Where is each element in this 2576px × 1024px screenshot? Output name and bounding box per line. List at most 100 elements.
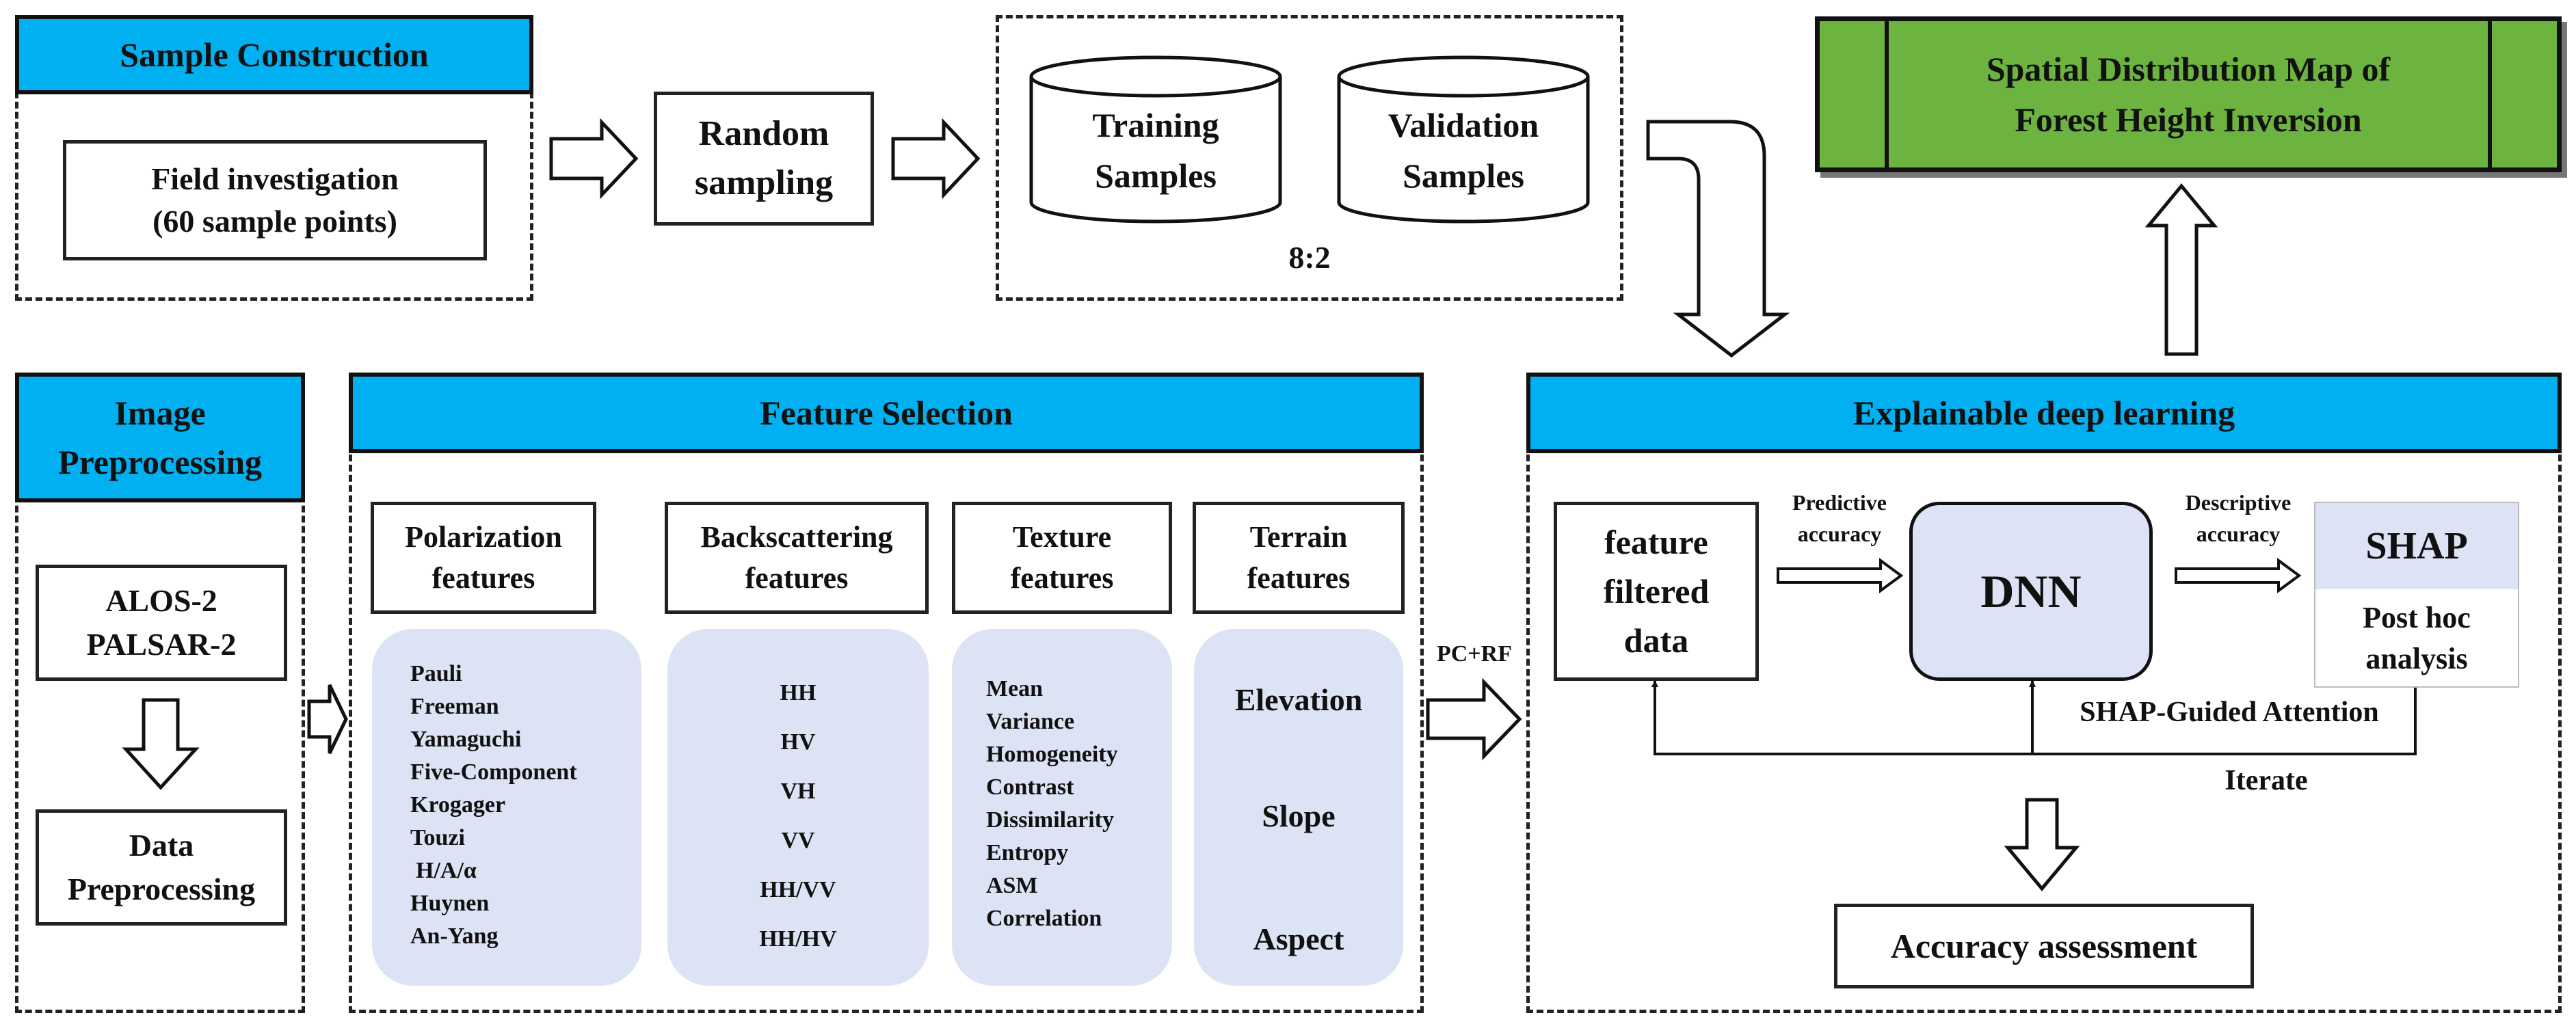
arrow-right-small — [307, 684, 348, 755]
image-preprocessing-line1: Image — [114, 394, 206, 432]
sample-construction-title: Sample Construction — [120, 36, 429, 74]
training-line2: Samples — [1095, 157, 1217, 195]
feature-filtered-line2: filtered — [1603, 572, 1710, 610]
predictive-accuracy-label: Predictive accuracy — [1777, 487, 1902, 550]
posthoc-text: Post hoc analysis — [2315, 591, 2518, 686]
output-line2: Forest Height Inversion — [2015, 100, 2362, 139]
sample-ratio: 8:2 — [1288, 240, 1331, 275]
arrow-down-preprocess — [122, 698, 200, 790]
arrow-descriptive — [2175, 558, 2302, 593]
terrain-item: Elevation — [1234, 682, 1363, 717]
sensor-line2: PALSAR-2 — [86, 627, 237, 662]
polarization-line1: Polarization — [405, 520, 562, 554]
iterate-label: Iterate — [2225, 765, 2308, 796]
terrain-item: Slope — [1262, 798, 1336, 833]
predictive-line1: Predictive — [1792, 490, 1887, 515]
descriptive-accuracy-label: Descriptive accuracy — [2175, 487, 2302, 550]
training-samples-label: Training Samples — [1031, 100, 1280, 201]
shap-box: SHAP Post hoc analysis — [2314, 502, 2519, 688]
arrow-right-1 — [549, 118, 639, 200]
random-sampling-box: Random sampling — [654, 92, 874, 226]
backscattering-line2: features — [745, 561, 849, 595]
descriptive-line2: accuracy — [2196, 522, 2281, 546]
feature-selection-title: Feature Selection — [760, 394, 1013, 432]
alos-palsar-box: ALOS-2 PALSAR-2 — [36, 565, 287, 681]
accuracy-assessment-box: Accuracy assessment — [1834, 904, 2254, 988]
texture-title-box: Texture features — [952, 502, 1172, 614]
texture-item: Dissimilarity — [986, 807, 1114, 833]
explainable-header: Explainable deep learning — [1526, 373, 2562, 453]
texture-item: Correlation — [986, 906, 1102, 931]
terrain-items-panel: Elevation Slope Aspect — [1194, 629, 1403, 986]
polarization-items: Pauli Freeman Yamaguchi Five-Component K… — [410, 658, 577, 953]
predictive-line2: accuracy — [1797, 522, 1882, 546]
texture-items-panel: Mean Variance Homogeneity Contrast Dissi… — [952, 629, 1172, 986]
backscattering-item: HV — [780, 729, 816, 755]
random-line2: sampling — [694, 163, 834, 202]
texture-line1: Texture — [1012, 520, 1112, 554]
feature-filtered-box: feature filtered data — [1554, 502, 1759, 681]
shap-header: SHAP — [2315, 503, 2518, 589]
validation-line2: Samples — [1403, 157, 1524, 195]
polarization-item: Krogager — [410, 792, 506, 818]
posthoc-line2: analysis — [2365, 642, 2468, 675]
backscattering-title-box: Backscattering features — [665, 502, 929, 614]
terrain-item: Aspect — [1253, 921, 1344, 956]
terrain-line1: Terrain — [1249, 520, 1348, 554]
arrow-right-2 — [891, 118, 981, 200]
polarization-item: Huynen — [410, 891, 490, 916]
backscattering-items-panel: HH HV VH VV HH/VV HH/HV — [667, 629, 929, 986]
data-line1: Data — [129, 828, 194, 863]
dnn-box: DNN — [1909, 502, 2153, 681]
output-map-box: Spatial Distribution Map of Forest Heigh… — [1815, 16, 2562, 172]
validation-cylinder — [1337, 55, 1590, 224]
polarization-line2: features — [431, 561, 535, 595]
pc-rf-label: PC+RF — [1436, 641, 1513, 666]
output-right-bar — [2488, 21, 2492, 167]
image-preprocessing-header: Image Preprocessing — [15, 373, 305, 502]
arrow-bent-down — [1646, 120, 1790, 358]
backscattering-item: HH/HV — [759, 926, 837, 952]
validation-line1: Validation — [1387, 106, 1539, 144]
terrain-line2: features — [1247, 561, 1351, 595]
training-line1: Training — [1092, 106, 1219, 144]
texture-item: Mean — [986, 676, 1044, 701]
terrain-title-box: Terrain features — [1193, 502, 1405, 614]
polarization-item: Yamaguchi — [410, 727, 522, 752]
texture-line2: features — [1010, 561, 1114, 595]
training-cylinder — [1029, 55, 1282, 224]
backscattering-item: HH/VV — [760, 877, 836, 902]
descriptive-line1: Descriptive — [2185, 490, 2292, 515]
polarization-item: An-Yang — [410, 924, 499, 949]
shap-label: SHAP — [2365, 525, 2468, 567]
output-title: Spatial Distribution Map of Forest Heigh… — [1889, 21, 2488, 167]
polarization-title-box: Polarization features — [371, 502, 596, 614]
validation-samples-label: Validation Samples — [1339, 100, 1588, 201]
texture-item: ASM — [986, 873, 1038, 898]
polarization-item: Five-Component — [410, 759, 577, 785]
terrain-items: Elevation Slope Aspect — [1194, 666, 1403, 967]
texture-item: Homogeneity — [986, 742, 1118, 767]
samples-panel — [996, 15, 1623, 301]
texture-item: Entropy — [986, 840, 1069, 865]
output-line1: Spatial Distribution Map of — [1986, 50, 2391, 88]
dnn-label: DNN — [1980, 565, 2082, 617]
shap-guided-attention-label: SHAP-Guided Attention — [2080, 697, 2379, 728]
field-investigation-box: Field investigation (60 sample points) — [63, 140, 487, 260]
texture-items: Mean Variance Homogeneity Contrast Dissi… — [986, 673, 1118, 935]
texture-item: Variance — [986, 709, 1075, 734]
texture-item: Contrast — [986, 774, 1074, 800]
polarization-item: Pauli — [410, 661, 462, 686]
backscattering-item: HH — [780, 680, 816, 705]
polarization-item: H/A/α — [416, 858, 477, 883]
backscattering-item: VV — [781, 828, 815, 853]
polarization-item: Touzi — [410, 825, 466, 850]
polarization-items-panel: Pauli Freeman Yamaguchi Five-Component K… — [372, 629, 641, 986]
data-line2: Preprocessing — [67, 872, 256, 906]
polarization-item: Freeman — [410, 694, 499, 719]
sensor-line1: ALOS-2 — [105, 583, 217, 618]
data-preprocessing-box: Data Preprocessing — [36, 809, 287, 926]
arrow-right-pcrf — [1426, 677, 1522, 761]
